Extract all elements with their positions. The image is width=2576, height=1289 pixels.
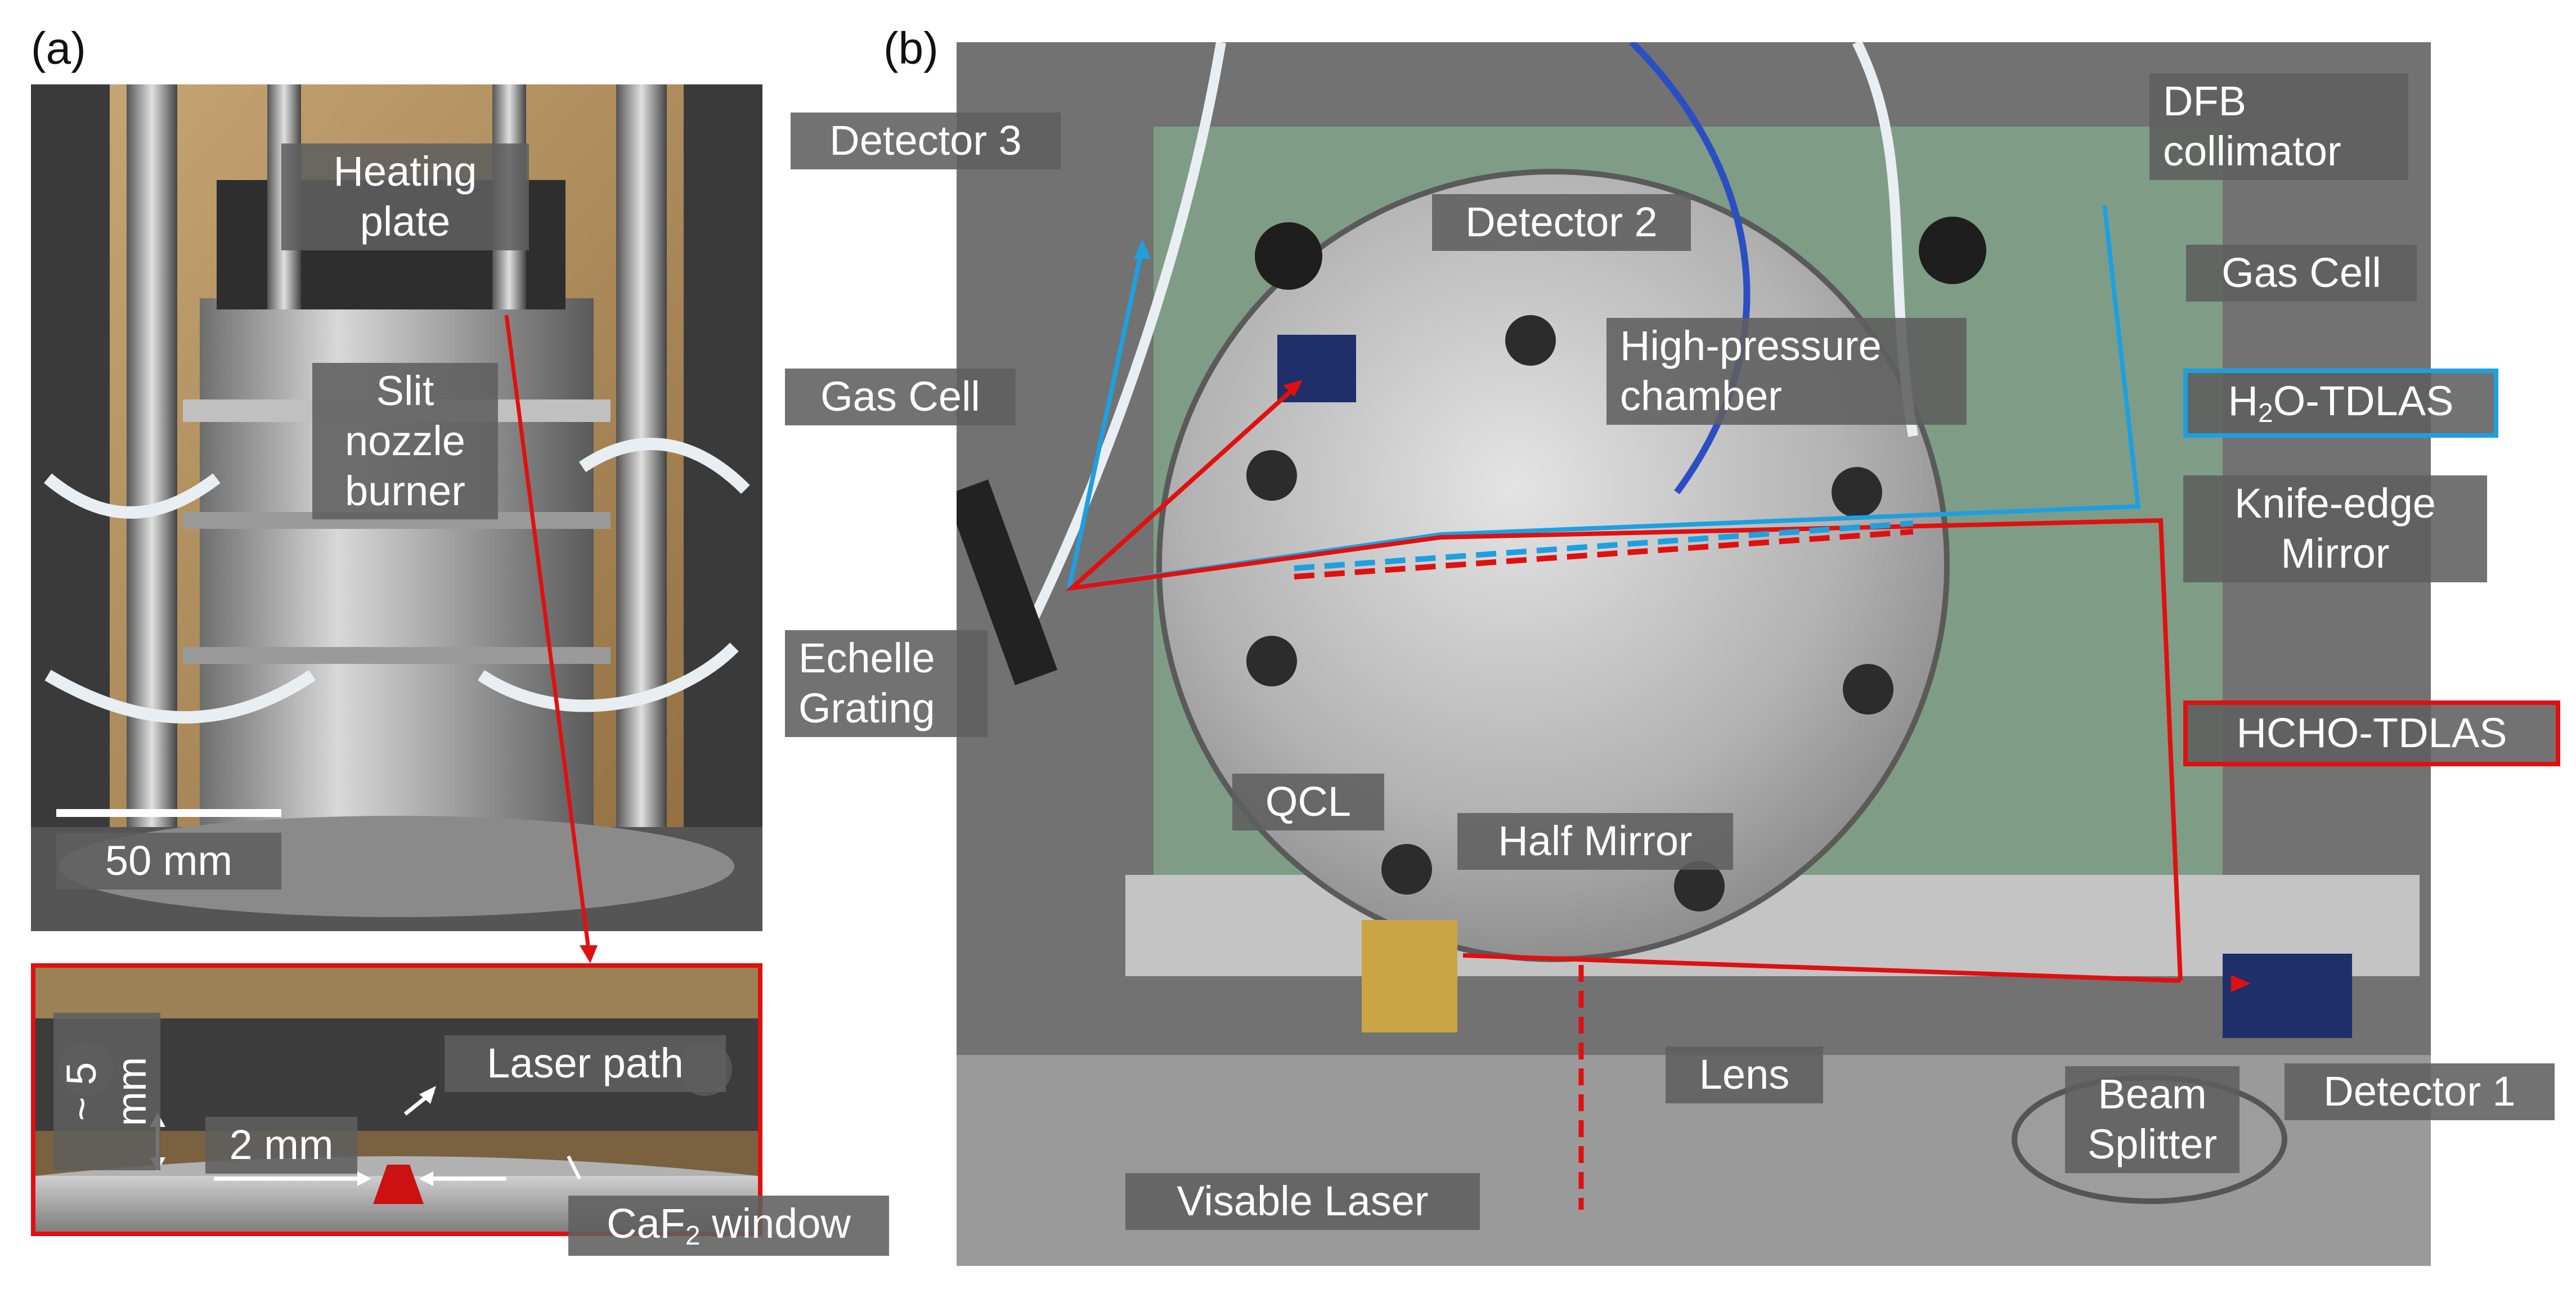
label-gas-cell-left: Gas Cell [785, 369, 1016, 425]
label-laser-path: Laser path [445, 1035, 726, 1092]
label-hcho-tdlas: HCHO-TDLAS [2183, 700, 2560, 766]
h2o-sub: 2 [2258, 398, 2273, 428]
label-half-mirror: Half Mirror [1457, 813, 1733, 870]
label-caf2-window: CaF2 window [568, 1196, 889, 1256]
h2o-prefix: H [2228, 378, 2259, 424]
label-h2o-tdlas: H2O-TDLAS [2183, 369, 2498, 438]
label-detector1: Detector 1 [2285, 1063, 2555, 1120]
label-detector3: Detector 3 [791, 113, 1061, 169]
caf2-prefix: CaF [607, 1200, 685, 1247]
label-qcl: QCL [1232, 774, 1384, 830]
label-beam-splitter: Beam Splitter [2065, 1066, 2240, 1173]
label-detector2: Detector 2 [1432, 194, 1691, 251]
label-gas-cell-right: Gas Cell [2186, 245, 2417, 302]
red-beam [1462, 953, 2181, 983]
h2o-suffix: O-TDLAS [2273, 378, 2454, 424]
label-scale: 50 mm [56, 833, 281, 890]
label-knife-edge-mirror: Knife-edge Mirror [2183, 475, 2487, 582]
label-lens: Lens [1666, 1047, 1823, 1103]
label-visible-laser: Visable Laser [1125, 1173, 1480, 1230]
label-dfb-collimator: DFB collimator [2149, 73, 2408, 180]
blue-beam [1066, 205, 2141, 591]
caf2-sub: 2 [685, 1221, 701, 1251]
panel-b-letter: (b) [883, 23, 939, 73]
label-slit-nozzle-burner: Slit nozzle burner [312, 363, 498, 520]
scale-bar [56, 809, 281, 817]
label-heating-plate: Heating plate [281, 143, 529, 250]
label-echelle-grating: Echelle Grating [785, 630, 988, 737]
caf2-suffix: window [700, 1200, 851, 1247]
panel-a-letter: (a) [31, 23, 86, 73]
label-high-pressure-chamber: High-pressure chamber [1606, 318, 1967, 425]
label-2mm: 2 mm [205, 1117, 357, 1174]
